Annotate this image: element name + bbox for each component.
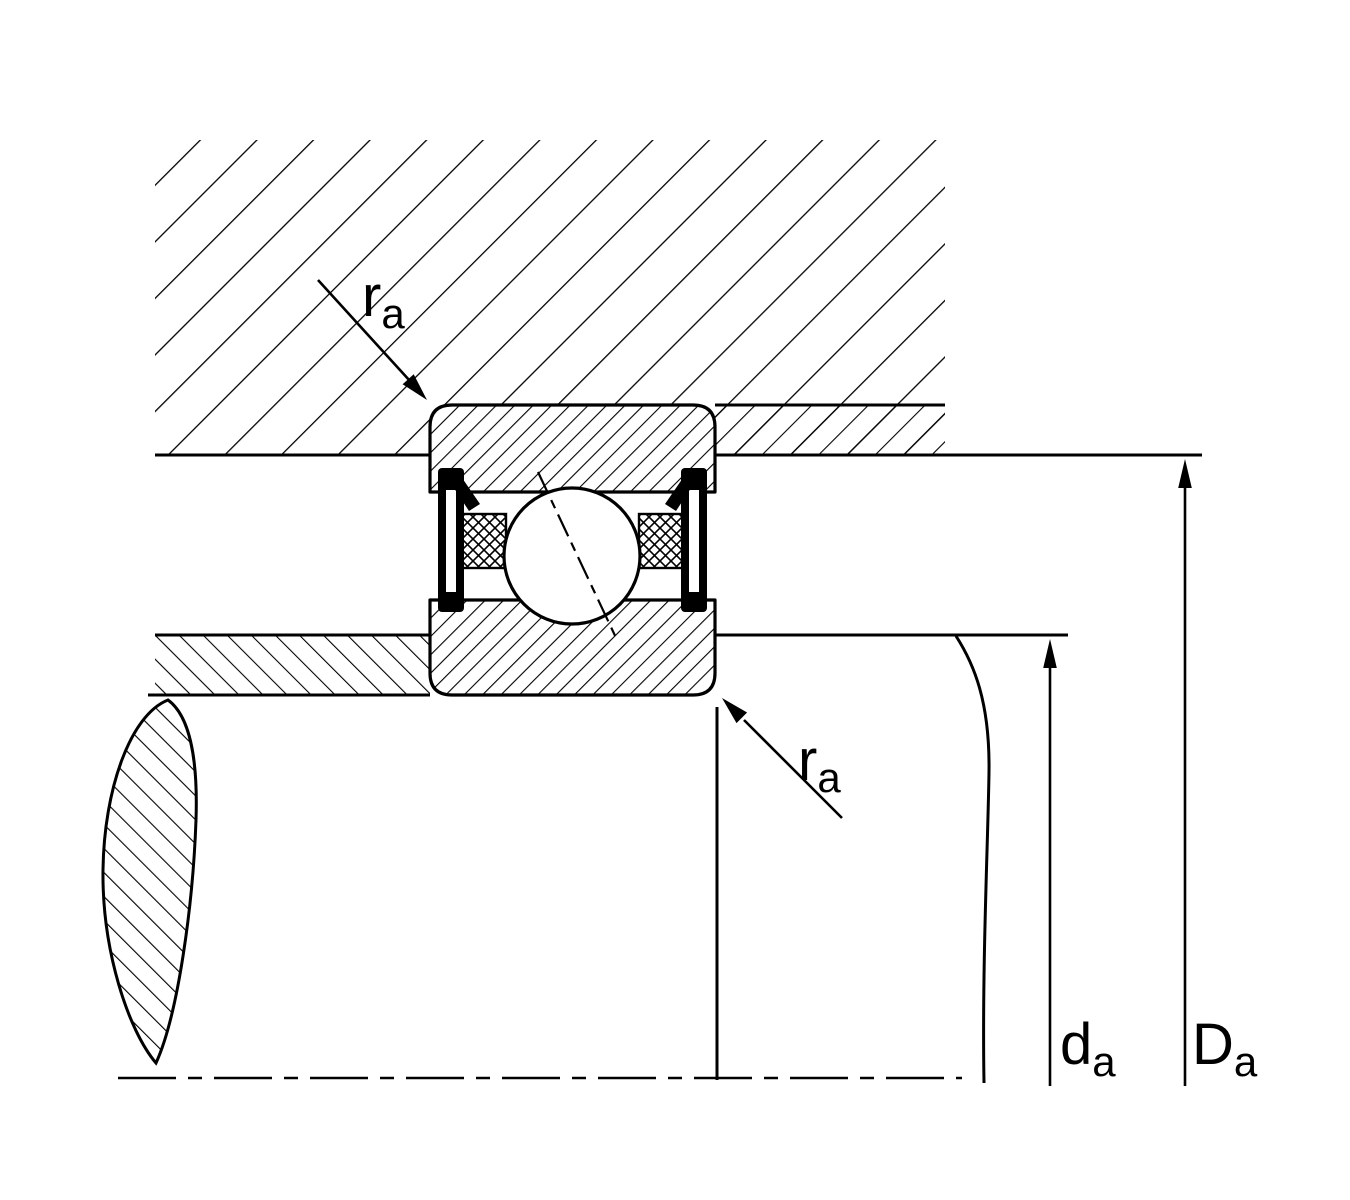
dimension-da: da xyxy=(1043,639,1116,1086)
leader-ra-top-line xyxy=(317,279,411,382)
leader-ra-top: ra xyxy=(317,264,427,400)
shaft-section-strip xyxy=(155,636,430,694)
seal-right xyxy=(665,468,707,612)
cage-section-right xyxy=(637,512,685,570)
seal-left-slit xyxy=(446,490,456,592)
leader-ra-bottom-arrowhead xyxy=(722,698,748,724)
label-ra-bottom: ra xyxy=(798,728,841,801)
seal-right-slit xyxy=(689,490,699,592)
leader-ra-top-arrowhead xyxy=(402,374,427,400)
shaft-shoulder-section xyxy=(101,698,198,1066)
contact-angle-centerline xyxy=(537,471,619,643)
cage-section-left xyxy=(460,512,508,570)
shaft-break-line xyxy=(954,635,991,1084)
label-Da: Da xyxy=(1192,1012,1258,1085)
label-ra-top: ra xyxy=(362,264,405,337)
dimension-da-arrowhead xyxy=(1043,639,1057,668)
ball xyxy=(502,486,642,626)
seal-right-lip xyxy=(665,472,695,511)
seal-left-lip xyxy=(450,472,480,511)
bearing-outer-ring xyxy=(428,403,717,494)
dimension-Da: Da xyxy=(1178,459,1258,1086)
dimension-Da-arrowhead xyxy=(1178,459,1192,488)
housing-shoulder-strip xyxy=(715,405,945,455)
leader-ra-bottom-line xyxy=(743,719,843,819)
bearing-inner-ring xyxy=(428,598,717,697)
seal-left xyxy=(438,468,480,612)
housing-section xyxy=(155,140,945,455)
label-da: da xyxy=(1060,1012,1116,1085)
leader-ra-bottom: ra xyxy=(722,698,843,819)
